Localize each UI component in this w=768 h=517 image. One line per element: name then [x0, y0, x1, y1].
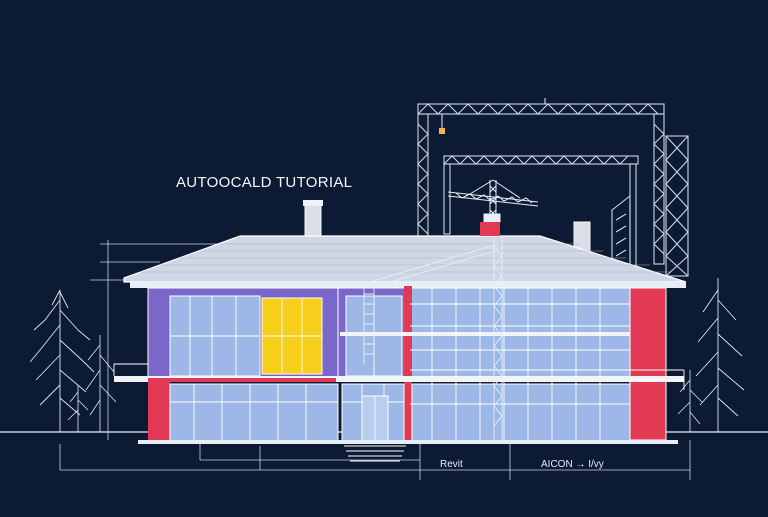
scaffold-frame: [417, 103, 689, 277]
tower-crane-icon: [447, 179, 539, 223]
tree-right-large-icon: [695, 278, 745, 432]
tree-left-large-icon: [29, 289, 95, 432]
entrance-steps: [344, 445, 406, 462]
aicon-label: AICON → I/vy: [541, 459, 604, 470]
red-crane-cab: [480, 222, 500, 236]
page-title: AUTOOCALD TUTORIAL: [176, 174, 353, 191]
ladder-icon: [363, 236, 503, 440]
building: [114, 286, 684, 443]
hook-icon: [439, 98, 546, 134]
chimney-cap: [303, 200, 323, 206]
tree-right-small-icon: [677, 370, 703, 432]
base-slab: [138, 440, 678, 444]
balcony-rails: [113, 325, 685, 390]
tree-left-small-icon: [67, 335, 117, 432]
roof: [123, 235, 687, 288]
revit-label: Revit: [440, 459, 463, 470]
